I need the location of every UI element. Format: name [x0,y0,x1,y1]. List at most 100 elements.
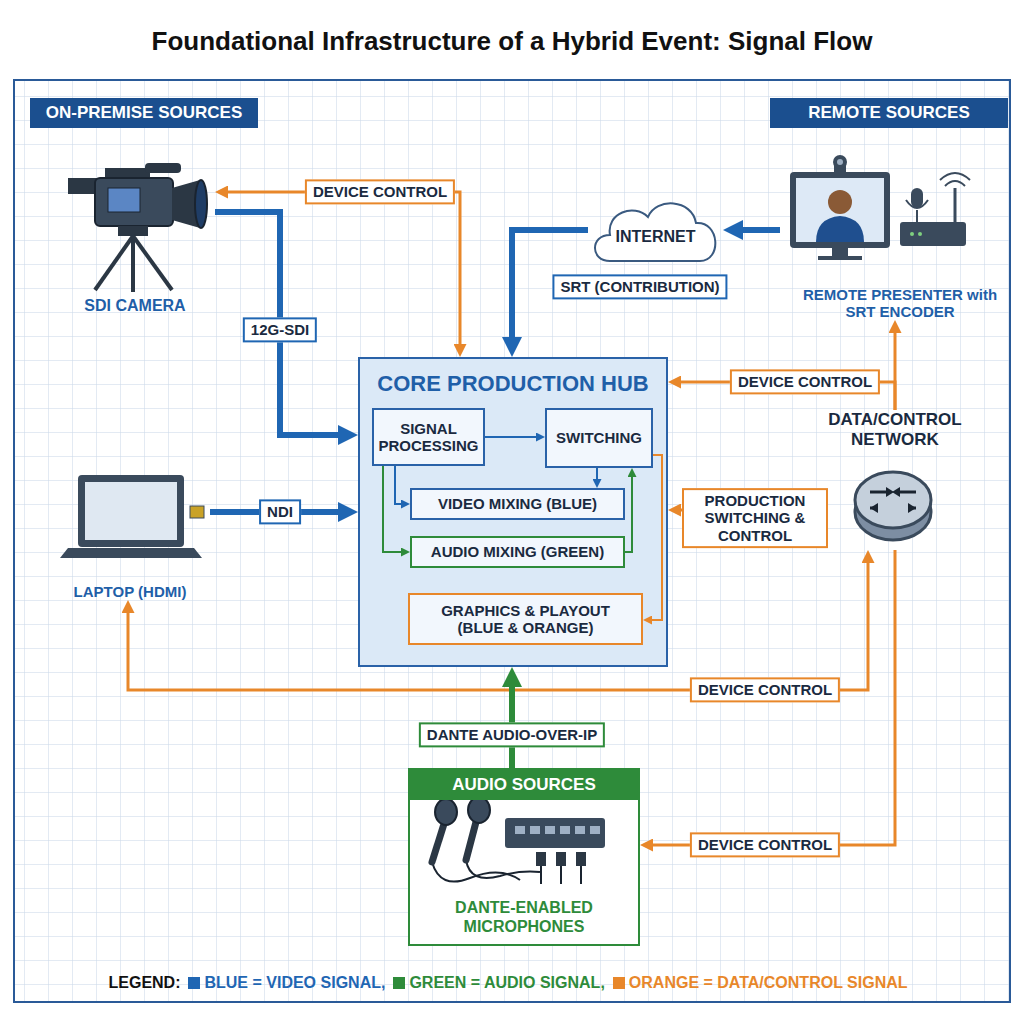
camera-illustration [145,163,181,173]
connector-label: DEVICE CONTROL [690,677,840,702]
camera-illustration [68,163,207,292]
router-illustration [870,491,886,494]
process-box: AUDIO MIXING (GREEN) [410,536,625,568]
process-box: SWITCHING [545,408,653,468]
process-box: SIGNAL PROCESSING [372,408,485,466]
signal-connector [625,474,632,552]
presenter-illustration [910,232,914,236]
microphone-illustration [505,818,605,848]
connector-label: DEVICE CONTROL [690,832,840,857]
microphone-illustration [556,852,566,866]
signal-connector [737,227,780,233]
presenter-illustration [818,256,862,260]
connector-label: NDI [259,499,301,524]
presenter-node: REMOTE PRESENTER with SRT ENCODER [780,160,1020,320]
node-label: SWITCHING [556,429,642,446]
camera-illustration [105,168,150,178]
signal-connector [649,550,895,845]
section-band: ON-PREMISE SOURCES [30,98,258,128]
node-label: DATA/CONTROL NETWORK [820,410,970,449]
camera-illustration [131,236,135,292]
presenter-illustration [832,248,848,256]
grid-frame [14,80,1010,1002]
process-box: VIDEO MIXING (BLUE) [410,488,625,520]
router-illustration [870,503,878,513]
presenter-illustration [790,155,970,260]
laptop-node: LAPTOP (HDMI) [50,470,210,600]
laptop-illustration [60,548,202,558]
network-node: DATA/CONTROL NETWORK [820,410,970,550]
node-body: DANTE-ENABLED MICROPHONES [410,899,638,944]
microphone-illustration [580,866,582,884]
router-illustration [886,487,894,497]
microphone-illustration [540,866,542,884]
camera-illustration [95,178,173,226]
legend-row: LEGEND:BLUE = VIDEO SIGNAL,GREEN = AUDIO… [0,974,1024,992]
legend-swatch [393,977,405,989]
microphone-illustration [432,797,605,884]
diagram-title: Foundational Infrastructure of a Hybrid … [0,26,1024,57]
section-band: REMOTE SOURCES [770,98,1008,128]
microphone-illustration [466,860,540,878]
connector-label: PRODUCTION SWITCHING & CONTROL [682,488,828,548]
presenter-illustration [940,173,970,180]
presenter-illustration [918,232,922,236]
signal-connector [649,455,662,620]
camera-illustration [172,180,200,228]
connector-label: DANTE AUDIO-OVER-IP [419,722,605,747]
presenter-illustration [916,210,918,222]
node-label: GRAPHICS & PLAYOUT (BLUE & ORANGE) [426,602,626,637]
node-label: CORE PRODUCTION HUB [377,371,648,396]
signal-connector [383,466,404,552]
presenter-illustration [954,188,957,222]
presenter-illustration [828,190,852,214]
signal-connector [215,212,344,435]
legend-entry: GREEN = AUDIO SIGNAL, [393,974,604,992]
camera-illustration [95,236,133,290]
microphone-illustration [432,862,520,882]
legend-text: GREEN = AUDIO SIGNAL, [409,974,604,992]
router-illustration [900,491,916,494]
node-label: AUDIO SOURCES [410,770,638,800]
node-label: REMOTE PRESENTER with SRT ENCODER [800,286,1000,321]
presenter-illustration [837,159,843,165]
cloud-outline [595,203,715,261]
presenter-illustration [911,188,923,208]
legend-entry: BLUE = VIDEO SIGNAL, [188,974,385,992]
signal-connector [128,559,868,690]
microphone-illustration [560,826,570,834]
router-illustration [855,472,931,528]
connector-label: DEVICE CONTROL [305,179,455,204]
node-label: REMOTE SOURCES [808,103,970,123]
node-label: LAPTOP (HDMI) [74,583,187,600]
router-illustration [855,472,931,540]
microphone-illustration [536,852,546,866]
router-illustration [855,484,931,540]
camera-illustration [195,180,207,228]
signal-connector [596,468,598,482]
presenter-illustration [833,155,847,169]
camera-illustration [108,188,140,212]
node-label: SDI CAMERA [84,297,185,315]
microphone-illustration [560,866,562,884]
camera-illustration [68,178,98,194]
presenter-illustration [796,178,884,242]
legend-text: ORANGE = DATA/CONTROL SIGNAL [629,974,908,992]
signal-connector [894,329,897,410]
node-label: VIDEO MIXING (BLUE) [438,495,597,512]
connector-label: 12G-SDI [243,317,317,342]
connector-label: SRT (CONTRIBUTION) [552,274,727,299]
signal-connector [224,192,460,348]
microphone-illustration [530,826,540,834]
microphone-illustration [545,826,555,834]
legend-text: BLUE = VIDEO SIGNAL, [204,974,385,992]
laptop-illustration [78,475,184,547]
cloud-node: INTERNET [588,195,723,267]
presenter-illustration [816,216,864,242]
presenter-illustration [945,181,965,186]
node-label: SIGNAL PROCESSING [379,420,479,455]
audio-source-box: AUDIO SOURCES DANTE-ENABLED MICROPHONES [408,768,640,946]
presenter-illustration [906,200,928,208]
laptop-illustration [60,475,204,558]
laptop-illustration [85,482,177,540]
